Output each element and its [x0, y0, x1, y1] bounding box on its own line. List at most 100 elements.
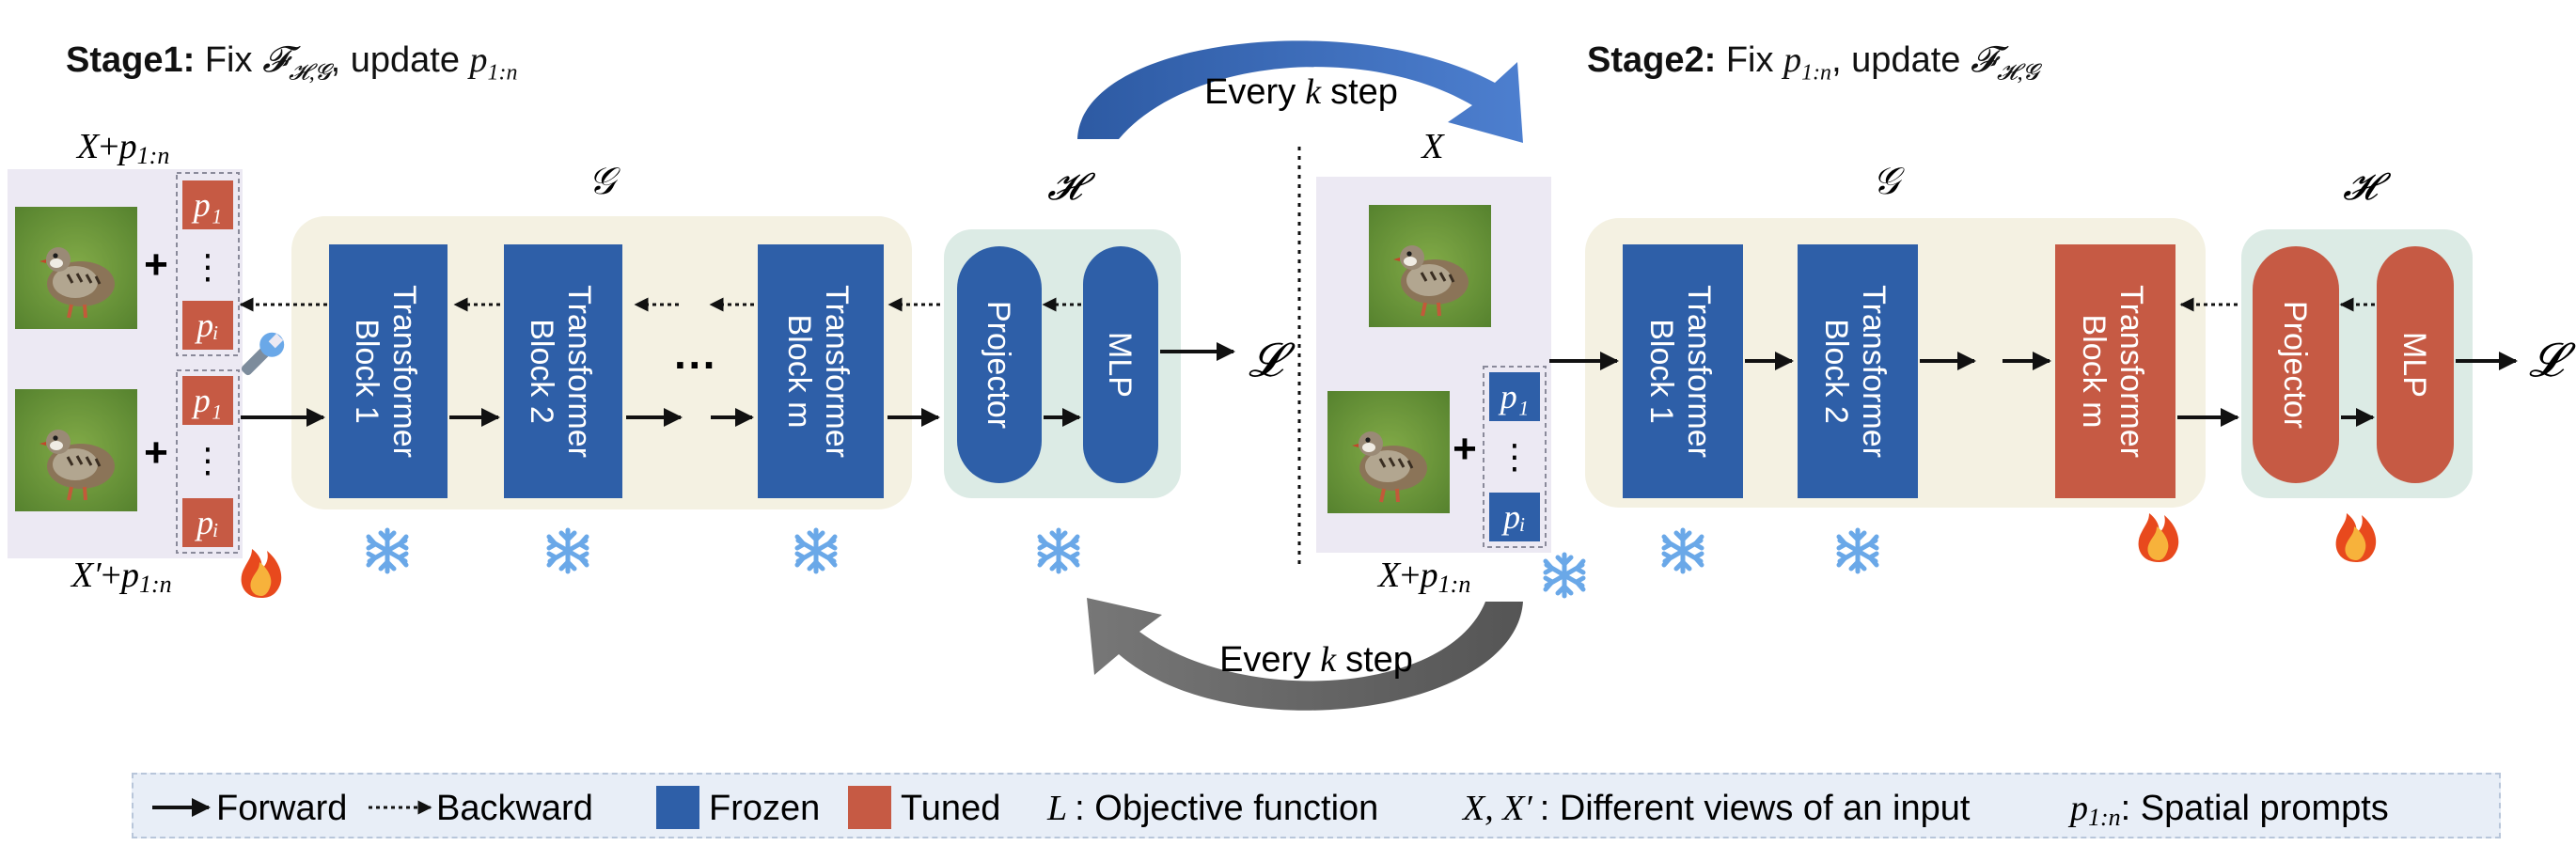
prompt-pib-tuned [182, 498, 233, 547]
snowflake-icon-block2 [549, 530, 587, 572]
bird-image-view1 [13, 205, 139, 331]
fire-icon-stage2-head [2335, 513, 2377, 562]
stage1-forward-arrows [241, 342, 1235, 427]
stage1-bold: Stage1: [66, 40, 196, 80]
stage1-upd-sym: p [469, 40, 488, 80]
prompt-p1-tuned [182, 180, 233, 229]
stage1-blockm-frozen [758, 244, 884, 498]
plus-sign-3: + [1453, 426, 1477, 472]
bird-image-stage2-bottom [1326, 389, 1452, 515]
bird-image-stage2-top [1367, 203, 1493, 329]
fire-icon-stage2-blockm [2138, 513, 2179, 562]
stage2-title: Stage2: Fix p1:n, update 𝓕𝓗,𝓖 [1587, 39, 2039, 86]
stage1-projector-frozen [957, 246, 1042, 483]
stage2-fix-sub: 1:n [1801, 60, 1832, 86]
legend-backward-label: Backward [436, 789, 593, 828]
prompt-pi-label: pᵢ [194, 306, 219, 344]
stage2-projector-label: Projector [2277, 301, 2313, 429]
stage1-mlp-frozen [1083, 246, 1158, 483]
snowflake-icon-blockm [797, 530, 835, 572]
prompt-stage2-dots: ⋮ [1498, 437, 1531, 476]
snowflake-icon-stage2-block2 [1839, 530, 1877, 572]
prompt-p1b-label: p₁ [191, 382, 223, 419]
legend-prompts: p1:n: Spatial prompts [2067, 789, 2389, 831]
prompt-stage2-p1-label: p₁ [1498, 378, 1530, 415]
right-bottom-input-label: X+p1:n [1376, 556, 1470, 598]
stage1-title: Stage1: Fix 𝓕𝓗,𝓖, update p1:n [66, 39, 518, 86]
stage2-projector-tuned [2253, 246, 2339, 483]
stage1-blockm-label: TransformerBlock m [781, 285, 855, 458]
prompt-dots: ⋮ [191, 247, 225, 286]
stage2-block2-frozen [1798, 244, 1918, 498]
prompt-stage2-p1-frozen [1489, 372, 1540, 421]
stage1-fix-sub: 𝓗,𝓖 [289, 60, 331, 86]
stage1-title-box: Stage1: Fix 𝓕𝓗,𝓖, update p1:n [66, 39, 518, 86]
stage1-block2-label: TransformerBlock 2 [524, 285, 597, 458]
stage2-mlp-label: MLP [2396, 332, 2432, 398]
stage2-g-label: 𝒢 [1873, 160, 1906, 202]
right-input-label: X [1420, 127, 1445, 166]
stage2-fix-word: Fix [1725, 40, 1774, 80]
stage1-block1-frozen [329, 244, 448, 498]
stage2-bold: Stage2: [1587, 40, 1717, 80]
top-cycle-arrow [1077, 40, 1523, 143]
legend-frozen-label: Frozen [709, 789, 820, 828]
stage2-blockm-tuned [2055, 244, 2175, 498]
stage2-block1-frozen [1623, 244, 1743, 498]
left-bottom-input-label: X′+p1:n [70, 556, 172, 598]
stage1-block2-frozen [504, 244, 622, 498]
stage1-fix-sym: 𝓕 [262, 40, 290, 80]
bird-image-view2 [13, 387, 139, 513]
prompt-stage2-pi-frozen [1489, 493, 1540, 541]
stage2-forward-arrows [1549, 352, 2518, 427]
left-top-input-label: X+p1:n [75, 127, 169, 169]
prompt-p1-label: p₁ [191, 186, 223, 224]
stage1-g-label: 𝒢 [589, 160, 621, 202]
stage2-upd-sym: 𝓕 [1970, 40, 1998, 80]
legend-tuned-label: Tuned [901, 789, 1000, 828]
legend-forward-label: Forward [216, 789, 347, 828]
stage2-title-box: Stage2: Fix p1:n, update 𝓕𝓗,𝓖 [1587, 39, 2039, 86]
wrench-icon [241, 332, 285, 376]
prompt-pi-tuned [182, 301, 233, 350]
legend-objective: L: Objective function [1046, 789, 1378, 828]
prompt-pib-label: pᵢ [194, 504, 219, 541]
prompt-dots-b: ⋮ [191, 441, 225, 479]
stage2-block1-label: TransformerBlock 1 [1643, 285, 1717, 458]
stage1-block1-label: TransformerBlock 1 [349, 285, 422, 458]
stage1-upd-sub: 1:n [487, 60, 518, 86]
stage2-fix-sym: p [1783, 40, 1802, 80]
legend-frozen-swatch [656, 786, 699, 829]
stage1-projector-label: Projector [981, 301, 1016, 429]
prompt-stack-top-frame [176, 172, 240, 356]
legend-views: X, X′: Different views of an input [1461, 789, 1971, 828]
prompt-stack-stage2-frame [1483, 366, 1547, 548]
snowflake-icon-head [1040, 530, 1077, 572]
fire-icon-prompts [241, 549, 282, 598]
prompt-stage2-pi-label: pᵢ [1500, 498, 1526, 536]
snowflake-icon-prompts-stage2 [1546, 555, 1583, 596]
plus-sign-1: + [144, 242, 168, 288]
stage1-loss: 𝓛 [1249, 334, 1296, 386]
stage2-blockm-label: TransformerBlock m [2076, 285, 2149, 458]
stage2-loss: 𝓛 [2529, 334, 2576, 386]
stage2-mlp-tuned [2377, 246, 2454, 483]
stage2-h-label: 𝓗 [2343, 165, 2392, 208]
plus-sign-2: + [144, 430, 168, 476]
stage1-h-label: 𝓗 [1047, 165, 1096, 208]
snowflake-icon-stage2-block1 [1664, 530, 1702, 572]
legend: Forward Backward Frozen Tuned L: Objecti… [132, 773, 2501, 838]
prompt-p1b-tuned [182, 376, 233, 425]
stage2-upd-sub: 𝓗,𝓖 [1997, 60, 2039, 86]
bottom-cycle-arrow [1087, 598, 1523, 711]
stage1-sep: , update [330, 40, 460, 80]
stage1-block-dots: ··· [674, 340, 717, 389]
legend-tuned-swatch [848, 786, 891, 829]
legend-svg: Forward Backward Frozen Tuned L: Objecti… [152, 786, 2389, 831]
stage2-block2-label: TransformerBlock 2 [1818, 285, 1892, 458]
stage1-fix-word: Fix [204, 40, 253, 80]
stage2-sep: , update [1831, 40, 1961, 80]
